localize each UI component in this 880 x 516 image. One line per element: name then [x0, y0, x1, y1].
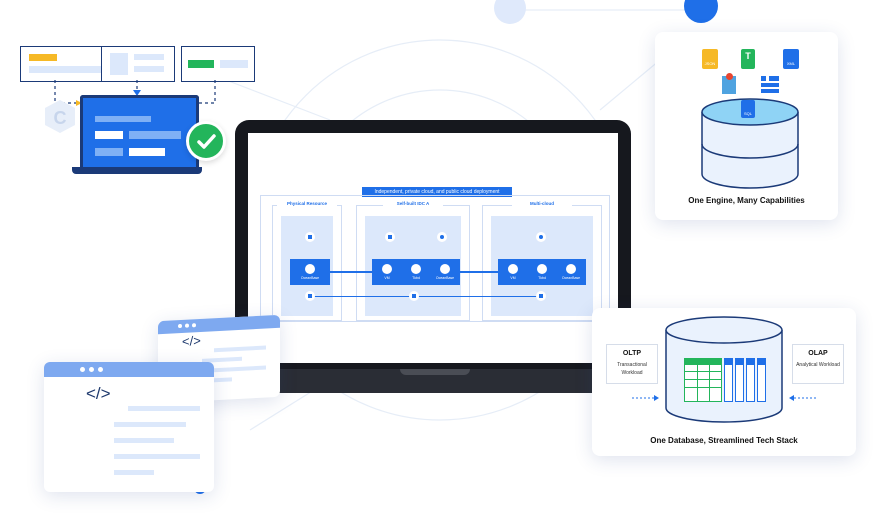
map-icon	[722, 73, 736, 94]
cell-label: OceanBase	[561, 276, 581, 280]
flow-bar-light	[220, 60, 248, 68]
engine-caption: One Engine, Many Capabilities	[688, 196, 805, 205]
column-title: Multi-cloud	[512, 201, 572, 206]
json-file-icon: JSON	[702, 49, 718, 69]
grid-icon	[409, 291, 419, 301]
cell-label: Tkbd	[538, 276, 546, 280]
cluster-icon	[536, 232, 546, 242]
vm-icon	[382, 264, 392, 274]
deco-dot-blue	[684, 0, 718, 23]
grid-icon	[305, 291, 315, 301]
column-title: Physical Resource	[277, 201, 337, 206]
oceanbase-icon	[440, 264, 450, 274]
tkbd-icon	[537, 264, 547, 274]
idc-node-group: VM Tkbd OceanBase	[372, 259, 460, 285]
cell-label: VM	[384, 276, 390, 280]
flow-block-light	[110, 53, 128, 75]
mini-bar	[95, 148, 123, 156]
mini-bar	[95, 116, 151, 122]
database-card: OLTP Transactional Workload OLAP Analyti…	[592, 308, 856, 456]
cell-label: OceanBase	[435, 276, 455, 280]
code-window-front: </>	[44, 362, 214, 492]
mini-bar	[129, 148, 165, 156]
flow-card-green	[181, 46, 255, 82]
code-icon: </>	[182, 332, 201, 349]
svg-text:C: C	[54, 108, 67, 128]
cluster-icon	[437, 232, 447, 242]
deployment-banner: Independent, private cloud, and public c…	[362, 187, 512, 197]
deco-dot-light	[494, 0, 526, 24]
node-icon	[305, 264, 315, 274]
sql-file-icon: SQL	[741, 100, 755, 118]
node-label: OceanBase	[300, 276, 320, 280]
flow-card-gray	[101, 46, 175, 82]
grid-icon	[385, 232, 395, 242]
connector-line	[460, 271, 498, 273]
deployment-frame	[260, 195, 610, 322]
flow-bar-yellow	[29, 54, 57, 61]
column-title: Self-built IDC A	[383, 201, 443, 206]
vm-icon	[508, 264, 518, 274]
olap-box: OLAP Analytical Workload	[792, 344, 844, 384]
oceanbase-icon	[566, 264, 576, 274]
code-line	[114, 438, 174, 443]
code-line	[114, 422, 186, 427]
oltp-box: OLTP Transactional Workload	[606, 344, 658, 384]
flow-bar-light	[134, 66, 164, 72]
text-file-icon: T	[741, 49, 755, 69]
oltp-title: OLTP	[622, 350, 642, 357]
database-caption: One Database, Streamlined Tech Stack	[650, 436, 798, 445]
olap-title: OLAP	[808, 350, 828, 357]
connector-line	[330, 271, 372, 273]
oceanbase-node: OceanBase	[290, 259, 330, 285]
window-titlebar	[44, 362, 214, 377]
main-laptop-base	[225, 369, 645, 393]
flow-bar-green	[188, 60, 214, 68]
grid-icon	[536, 291, 546, 301]
flow-connectors: C	[45, 80, 216, 133]
grid-icon	[305, 232, 315, 242]
bottom-connector	[310, 296, 542, 297]
hexagon-c-icon	[45, 100, 75, 133]
vector-icon	[761, 76, 779, 94]
flow-bar-light	[134, 54, 164, 60]
cell-label: VM	[510, 276, 516, 280]
code-line	[114, 470, 154, 475]
tkbd-icon	[411, 264, 421, 274]
code-line	[114, 454, 200, 459]
mini-laptop-screen	[80, 95, 199, 170]
row-store-table	[684, 358, 722, 402]
multicloud-node-group: VM Tkbd OceanBase	[498, 259, 586, 285]
laptop-notch	[400, 369, 470, 375]
check-circle-icon	[186, 121, 226, 161]
olap-subtitle: Analytical Workload	[796, 362, 840, 368]
laptop-screen: Independent, private cloud, and public c…	[248, 133, 618, 363]
mini-bar	[129, 131, 181, 139]
code-line	[214, 345, 266, 353]
oltp-subtitle: Transactional Workload	[617, 362, 647, 376]
xml-file-icon: XML	[783, 49, 799, 69]
code-icon: </>	[86, 384, 111, 403]
flow-bar-light	[29, 66, 107, 73]
mini-laptop-base	[72, 167, 202, 174]
cell-label: Tkbd	[412, 276, 420, 280]
code-line	[128, 406, 200, 411]
engine-card: JSON T XML SQL One Engine, Many Capabili…	[655, 32, 838, 220]
mini-bar	[95, 131, 123, 139]
column-store-table	[724, 358, 766, 402]
